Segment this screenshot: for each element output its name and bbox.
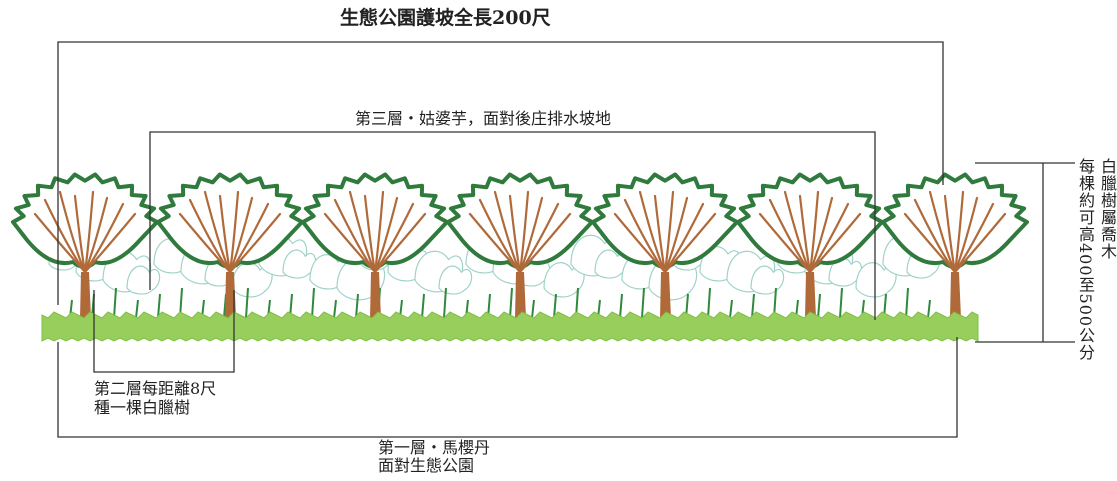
shrub-stem xyxy=(245,287,249,319)
tree xyxy=(301,172,449,318)
tree-trunk xyxy=(225,272,236,318)
tree-trunk xyxy=(515,272,526,318)
shrub-stem xyxy=(927,299,931,319)
tree-canopy xyxy=(591,172,739,269)
taro-leaf xyxy=(282,249,317,279)
shrub-stem xyxy=(443,287,447,319)
shrub-stem xyxy=(113,287,117,319)
layer2-label-line1: 第二層每距離8尺 xyxy=(94,379,217,398)
tree-branch xyxy=(518,212,572,274)
tree-branch xyxy=(348,190,377,274)
shrub-stem xyxy=(421,293,425,319)
taro-leaf xyxy=(126,265,161,295)
layer1-bracket xyxy=(57,337,958,438)
shrub-stem xyxy=(333,299,337,319)
tree-trunk xyxy=(370,272,381,318)
layer1-label-line2: 面對生態公園 xyxy=(378,456,475,475)
layer1-label-line1: 第一層・馬櫻丹 xyxy=(378,438,491,457)
tree-trunk xyxy=(80,272,91,318)
tree-branch xyxy=(73,194,87,274)
tree-branch xyxy=(903,212,957,274)
tree-branch xyxy=(493,190,522,274)
diagram-title: 生態公園護坡全長200尺 xyxy=(340,7,551,29)
shrub-stem xyxy=(729,299,733,319)
tree-canopy xyxy=(11,172,159,269)
tree-branch xyxy=(228,212,282,274)
shrub-stem xyxy=(311,287,315,319)
shrub-stem xyxy=(553,293,557,319)
groundcover-strip xyxy=(41,311,979,342)
shrub-stem xyxy=(157,293,161,319)
layer2-spacing-bracket xyxy=(93,290,235,373)
shrub-stem xyxy=(355,293,359,319)
tree-branch xyxy=(83,212,137,274)
tree xyxy=(446,172,594,318)
tree-trunk xyxy=(660,272,671,318)
tree-branch xyxy=(373,212,427,274)
tree-branch xyxy=(58,190,87,274)
shrub-stem xyxy=(641,287,645,319)
groundcover-band xyxy=(41,311,979,342)
tree-canopy xyxy=(736,172,884,269)
shrub-stem xyxy=(817,293,821,319)
tree-canopy xyxy=(446,172,594,269)
tree-canopy xyxy=(301,172,449,269)
tree-branch xyxy=(808,212,862,274)
tree-branch xyxy=(758,212,812,274)
shrub-stem xyxy=(531,299,535,319)
tree-branch xyxy=(638,190,667,274)
tree-branch xyxy=(203,190,232,274)
height-note-column2: 每棵約可高400至500公分 xyxy=(1076,158,1095,362)
tree-branch xyxy=(33,212,87,274)
tree-branch xyxy=(323,212,377,274)
tree-branch xyxy=(613,212,667,274)
taro-leaf xyxy=(438,265,473,295)
shrub-stem xyxy=(751,293,755,319)
tree-branch xyxy=(363,194,377,274)
shrub-stem xyxy=(707,287,711,319)
tree xyxy=(591,172,739,318)
tree-branch xyxy=(178,212,232,274)
shrub-stem xyxy=(905,287,909,319)
tree-branch xyxy=(928,190,957,274)
tree-trunk xyxy=(805,272,816,318)
tree-branch xyxy=(798,194,812,274)
tree xyxy=(156,172,304,318)
tree-branch xyxy=(468,212,522,274)
total-length-bracket xyxy=(57,41,944,305)
shrub-stem xyxy=(135,299,139,319)
tree-branch xyxy=(783,190,812,274)
taro-leaf xyxy=(750,265,785,295)
tree xyxy=(881,172,1029,318)
layer3-label: 第三層・姑婆芋，面對後庄排水坡地 xyxy=(355,109,612,128)
tree-branch xyxy=(943,194,957,274)
shrub-stem xyxy=(839,287,843,319)
tree-canopy xyxy=(156,172,304,269)
tree-row xyxy=(11,172,1029,318)
layer3-bracket xyxy=(149,131,876,320)
shrub-stem xyxy=(619,293,623,319)
tree-branch xyxy=(508,194,522,274)
tree xyxy=(736,172,884,318)
shrub-stem xyxy=(509,287,513,319)
height-note-column1: 白臘樹屬喬木 xyxy=(1098,158,1117,260)
tree-branch xyxy=(953,212,1007,274)
layer2-label-line2: 種一棵白臘樹 xyxy=(94,398,191,417)
tree xyxy=(11,172,159,318)
tree-branch xyxy=(218,194,232,274)
dimension-lines xyxy=(57,41,1075,438)
tree-branch xyxy=(653,194,667,274)
tree-branch xyxy=(663,212,717,274)
tree-canopy xyxy=(881,172,1029,269)
tree-trunk xyxy=(950,272,961,318)
